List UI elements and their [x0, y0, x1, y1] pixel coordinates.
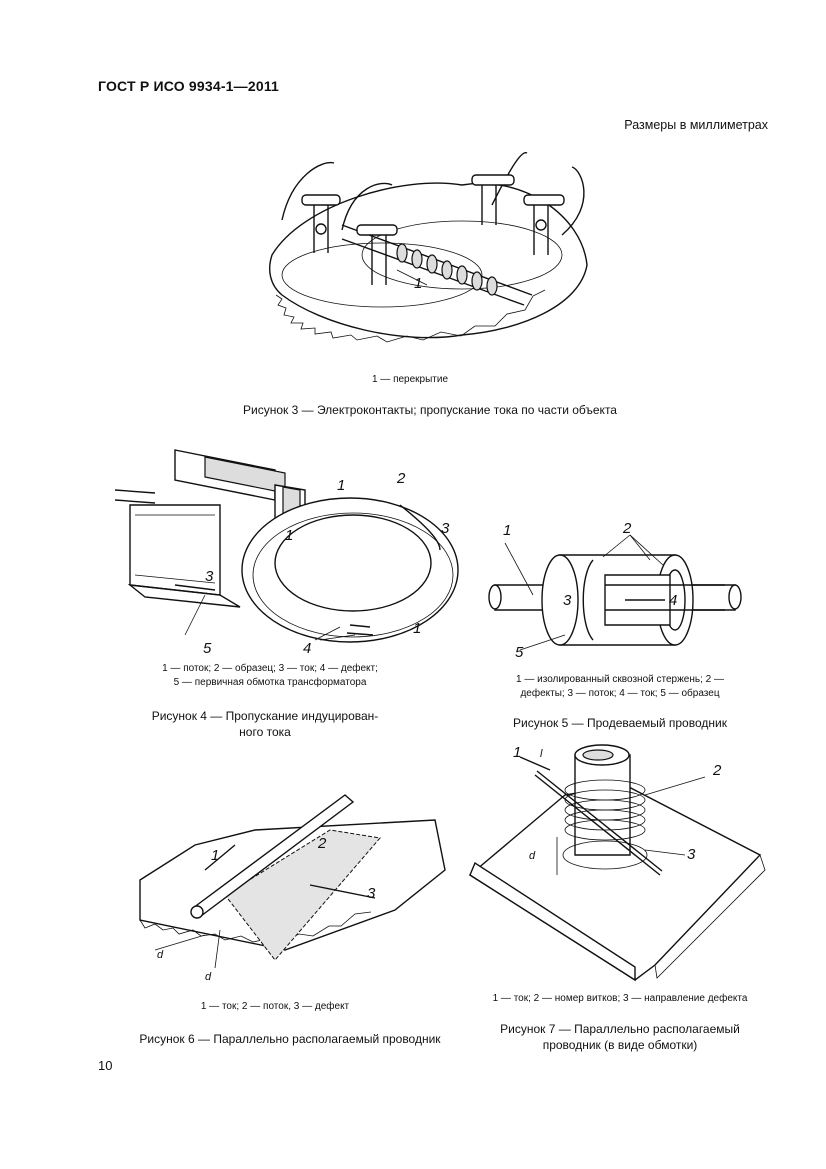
fig5-label-2: 2: [622, 520, 632, 537]
fig7-label-3: 3: [687, 846, 696, 863]
fig7-label-1: 1: [513, 744, 521, 761]
fig6-label-d-bottom: d: [205, 971, 212, 983]
figure3-caption: Рисунок 3 — Электроконтакты; пропускание…: [243, 403, 617, 417]
fig5-label-3: 3: [563, 592, 572, 609]
figure6-caption: Рисунок 6 — Параллельно располагаемый пр…: [139, 1032, 441, 1046]
fig7-label-l: l: [540, 748, 543, 760]
fig4-label-3-right: 3: [441, 520, 450, 537]
figure5-legend-line2: дефекты; 3 — поток; 4 — ток; 5 — образец: [520, 688, 720, 699]
figure7-caption-line1: Рисунок 7 — Параллельно располагаемый: [500, 1022, 740, 1036]
figure5-caption: Рисунок 5 — Продеваемый проводник: [513, 716, 727, 730]
figure3-legend: 1 — перекрытие: [371, 374, 449, 385]
figure7-legend: 1 — ток; 2 — номер витков; 3 — направлен…: [492, 993, 748, 1004]
units-note: Размеры в миллиметрах: [624, 118, 768, 132]
fig6-label-2: 2: [317, 835, 327, 852]
fig3-electrode-mid: [341, 182, 398, 285]
fig4-label-1-core: 1: [285, 527, 293, 544]
figure4-caption: Рисунок 4 — Пропускание индуцирован- ног…: [125, 708, 405, 740]
figure6-legend: 1 — ток; 2 — поток, 3 — дефект: [200, 1001, 350, 1012]
figure6-drawing: 1 2 3 d d: [139, 794, 446, 983]
figure7-caption: Рисунок 7 — Параллельно располагаемый пр…: [470, 1021, 770, 1053]
figure5-legend-line1: 1 — изолированный сквозной стержень; 2 —: [516, 674, 724, 685]
fig4-label-1-top: 1: [337, 477, 345, 494]
fig4-label-3-coil: 3: [205, 568, 214, 585]
fig5-label-5: 5: [515, 644, 524, 661]
fig3-electrode-right1: [471, 151, 528, 225]
fig6-label-d-left: d: [157, 949, 164, 961]
figure5-legend: 1 — изолированный сквозной стержень; 2 —…: [480, 673, 760, 701]
figure4-drawing: 1 2 3 4 5 1 3 1: [114, 449, 459, 657]
figure3-drawing: 1: [269, 151, 588, 343]
figure4-caption-line2: ного тока: [239, 725, 291, 739]
fig4-label-2: 2: [396, 470, 406, 487]
fig4-label-1-bottom: 1: [413, 620, 421, 637]
fig6-current-arrow: [204, 844, 236, 871]
figure4-legend-line2: 5 — первичная обмотка трансформатора: [173, 677, 367, 688]
fig3-label-1: 1: [414, 275, 422, 292]
fig5-label-4: 4: [669, 592, 677, 609]
fig7-winding-turns: [564, 779, 646, 841]
fig5-label-1: 1: [503, 522, 511, 539]
fig6-label-1: 1: [211, 847, 219, 864]
fig4-label-4: 4: [303, 640, 311, 657]
figure5-drawing: 1 2 3 4 5: [488, 520, 742, 661]
fig7-label-d: d: [529, 850, 536, 862]
fig3-electrode-left: [281, 161, 341, 253]
fig7-conductor: [534, 774, 661, 876]
fig6-flux-zone: [224, 829, 381, 961]
fig4-label-5: 5: [203, 640, 212, 657]
fig7-label-2: 2: [712, 762, 722, 779]
fig6-label-3: 3: [367, 885, 376, 902]
figure4-caption-line1: Рисунок 4 — Пропускание индуцирован-: [151, 709, 379, 723]
fig6-defect-arrow: [309, 884, 376, 899]
figure4-legend: 1 — поток; 2 — образец; 3 — ток; 4 — деф…: [110, 662, 430, 690]
fig3-electrode-right2: [523, 166, 585, 255]
fig3-cable-segments: [396, 243, 498, 296]
document-id: ГОСТ Р ИСО 9934-1—2011: [98, 78, 280, 94]
fig4-current-arrow: [174, 584, 216, 591]
figure7-caption-line2: проводник (в виде обмотки): [542, 1038, 698, 1052]
figure4-legend-line1: 1 — поток; 2 — образец; 3 — ток; 4 — деф…: [162, 663, 378, 674]
page-number: 10: [98, 1058, 113, 1073]
figure7-drawing: 1 l 2 d 3: [468, 744, 766, 982]
fig3-overlap-ellipse: [281, 242, 483, 308]
